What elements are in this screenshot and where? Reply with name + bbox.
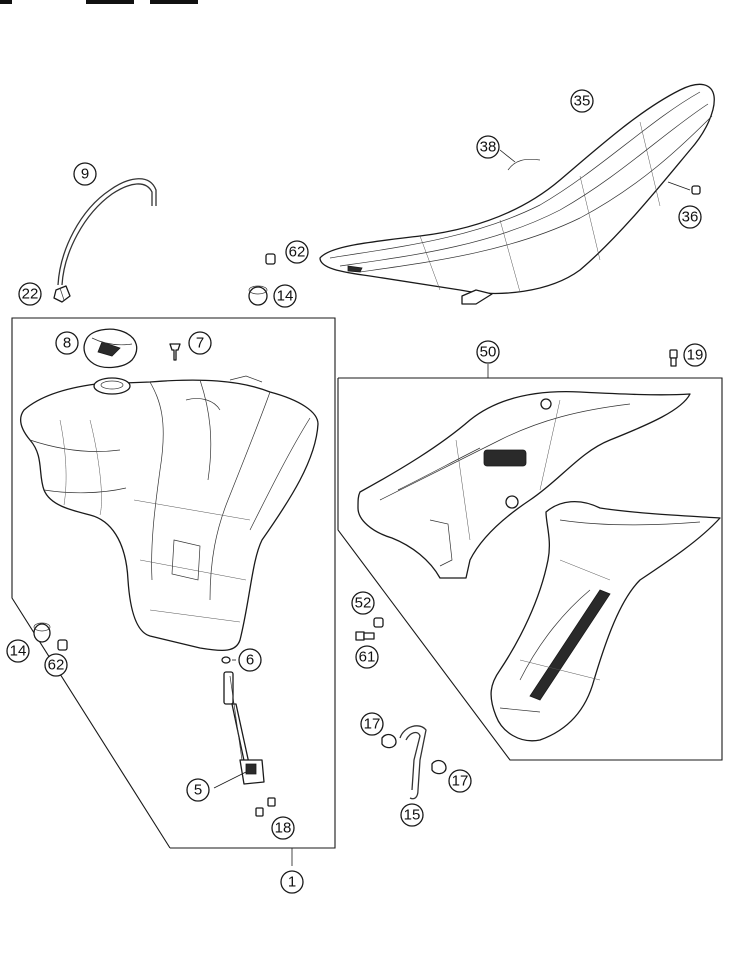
hose-clamp-lower <box>431 759 447 775</box>
svg-text:14: 14 <box>277 288 294 305</box>
svg-text:19: 19 <box>687 347 704 364</box>
spacer-bushing-top <box>248 285 268 306</box>
spacer-bushing-left <box>33 622 51 643</box>
svg-text:8: 8 <box>63 335 71 352</box>
svg-text:18: 18 <box>275 820 292 837</box>
callout-22: 22 <box>18 282 42 306</box>
screw-7 <box>169 343 181 361</box>
svg-text:61: 61 <box>359 649 376 666</box>
svg-text:35: 35 <box>574 93 591 110</box>
leader-5 <box>213 771 247 789</box>
svg-text:14: 14 <box>10 643 27 660</box>
svg-text:17: 17 <box>452 773 469 790</box>
callout-36: 36 <box>678 205 702 229</box>
nut-52 <box>373 617 384 628</box>
fuel-tap <box>223 671 265 785</box>
svg-text:6: 6 <box>246 652 254 669</box>
svg-text:15: 15 <box>404 807 421 824</box>
hose-clamp-upper <box>381 733 397 749</box>
svg-text:50: 50 <box>480 344 497 361</box>
callout-17-lower: 17 <box>448 769 472 793</box>
callout-9: 9 <box>73 162 97 186</box>
callout-35: 35 <box>570 89 594 113</box>
screw-36 <box>691 185 701 195</box>
elbow-fitting <box>53 285 71 303</box>
drain-hose <box>399 725 427 800</box>
callout-61: 61 <box>355 645 379 669</box>
screw-61 <box>355 631 375 641</box>
callout-6: 6 <box>238 648 262 672</box>
svg-text:52: 52 <box>355 595 372 612</box>
svg-text:9: 9 <box>81 166 89 183</box>
callout-18: 18 <box>271 816 295 840</box>
callout-7: 7 <box>188 331 212 355</box>
callout-19: 19 <box>683 343 707 367</box>
callout-1: 1 <box>280 870 304 894</box>
leader-38 <box>499 149 516 163</box>
nut-top <box>265 253 276 265</box>
side-panel-right <box>490 501 721 742</box>
screw-19 <box>669 349 678 367</box>
callout-50: 50 <box>476 340 500 364</box>
callout-15: 15 <box>400 803 424 827</box>
o-ring <box>221 656 231 664</box>
side-panel-group-frame <box>337 377 723 761</box>
svg-text:38: 38 <box>480 139 497 156</box>
svg-text:1: 1 <box>288 874 296 891</box>
svg-text:7: 7 <box>196 335 204 352</box>
callout-14-left: 14 <box>6 639 30 663</box>
callout-62-top: 62 <box>285 240 309 264</box>
svg-text:17: 17 <box>364 716 381 733</box>
fuel-tank <box>19 375 319 652</box>
leader-36 <box>667 181 691 191</box>
callout-5: 5 <box>186 778 210 802</box>
cropped-header <box>0 0 198 4</box>
callout-62-left: 62 <box>44 653 68 677</box>
svg-text:62: 62 <box>48 657 65 674</box>
callout-8: 8 <box>55 331 79 355</box>
seat <box>319 83 715 305</box>
svg-text:22: 22 <box>22 286 39 303</box>
callout-52: 52 <box>351 591 375 615</box>
callout-38: 38 <box>476 135 500 159</box>
callout-14-top: 14 <box>273 284 297 308</box>
fuel-cap <box>83 328 138 369</box>
side-panel-left <box>357 391 691 579</box>
svg-text:36: 36 <box>682 209 699 226</box>
nut-left <box>57 639 68 651</box>
callout-17-upper: 17 <box>360 712 384 736</box>
screws-18 <box>255 797 276 817</box>
svg-text:62: 62 <box>289 244 306 261</box>
breather-hose <box>57 178 157 286</box>
svg-text:5: 5 <box>194 782 202 799</box>
